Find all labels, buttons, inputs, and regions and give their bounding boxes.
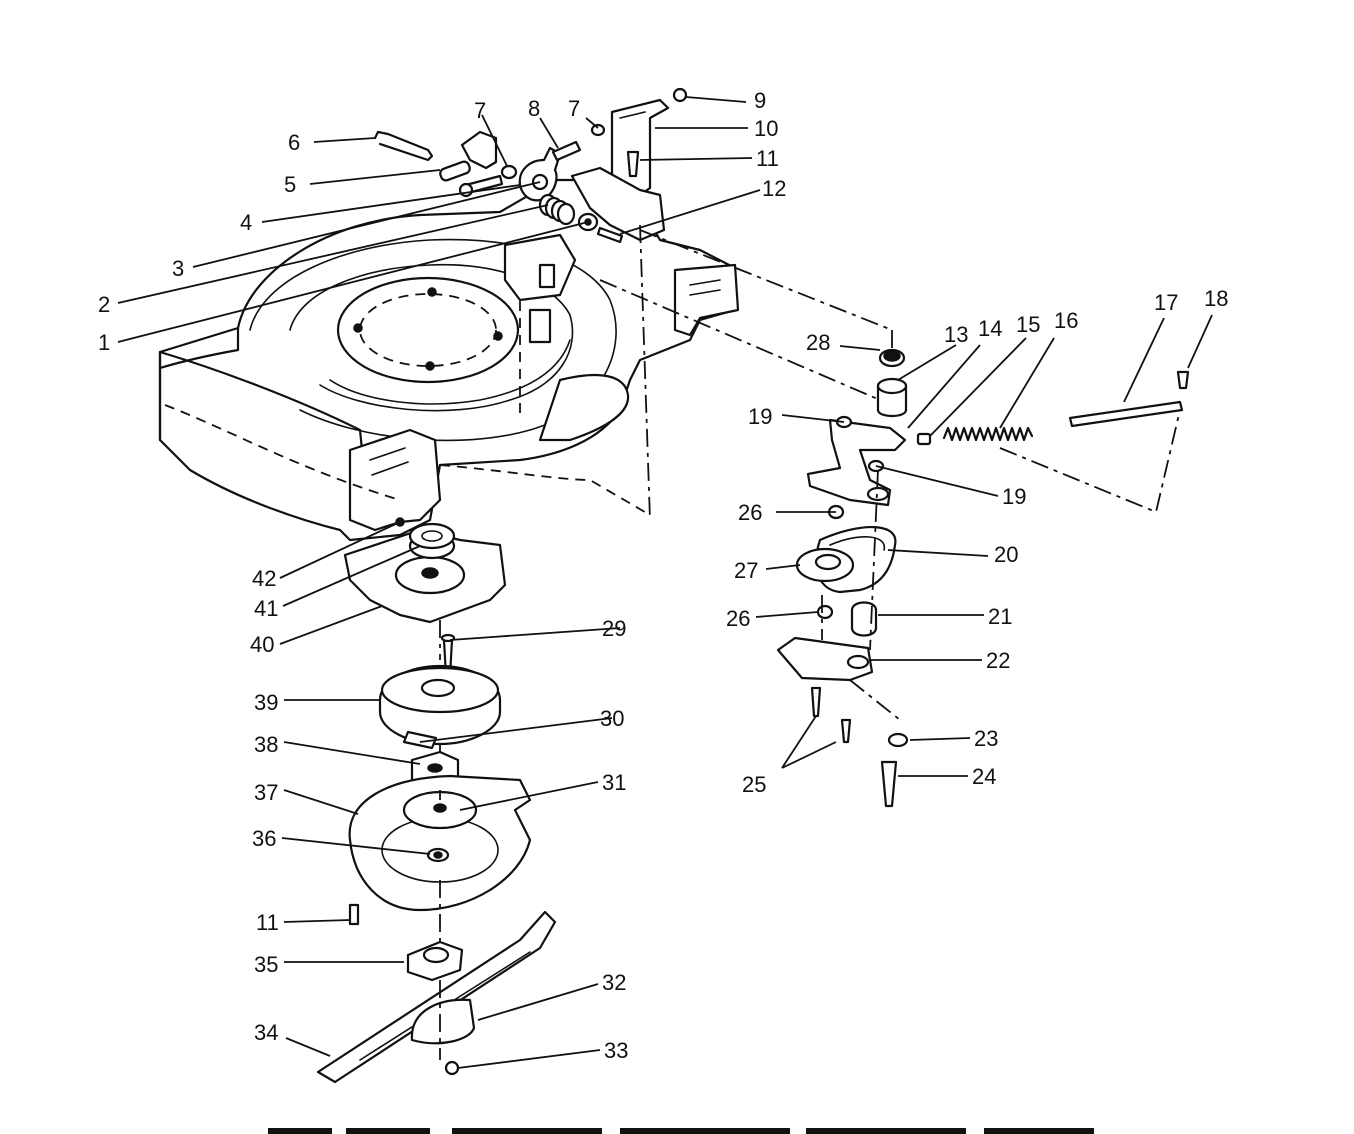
callout-23: 23 [974,726,998,751]
part-8-pin [551,140,582,162]
callout-3: 3 [172,256,184,281]
height-adjust-parts [373,87,688,244]
callout-20: 20 [994,542,1018,567]
callout-12: 12 [762,176,786,201]
callout-14: 14 [978,316,1002,341]
callout-27: 27 [734,558,758,583]
callout-15: 15 [1016,312,1040,337]
callout-37: 37 [254,780,278,805]
part-22-plate [776,636,874,682]
callout-26a: 26 [738,500,762,525]
callout-4: 4 [240,210,252,235]
callout-10: 10 [754,116,778,141]
mower-deck-housing [158,178,740,542]
callout-17: 17 [1154,290,1178,315]
callout-labels: 1 2 3 4 5 6 7 7 8 9 10 11 11 12 13 14 15… [98,88,1228,1063]
callout-24: 24 [972,764,996,789]
part-5-bushing [439,160,471,182]
part-12-screw [596,226,624,244]
callout-9: 9 [754,88,766,113]
part-23-washer [887,732,909,748]
part-15-stop [916,432,932,446]
part-11-screw-bottom [348,903,360,926]
part-16-spring [942,426,1034,442]
callout-42: 42 [252,566,276,591]
part-33-nut [444,1060,460,1076]
callout-13: 13 [944,322,968,347]
callout-7a: 7 [474,98,486,123]
callout-6: 6 [288,130,300,155]
callout-18: 18 [1204,286,1228,311]
callout-31: 31 [602,770,626,795]
part-26-spacer-b [816,604,834,620]
part-30-key [402,730,438,750]
callout-33: 33 [604,1038,628,1063]
callout-22: 22 [986,648,1010,673]
part-17-rod [1068,400,1184,428]
callout-5: 5 [284,172,296,197]
part-6-spring-wire [373,130,434,162]
callout-32: 32 [602,970,626,995]
callout-26b: 26 [726,606,750,631]
callout-16: 16 [1054,308,1078,333]
blade-drive-stack [316,517,557,1084]
callout-35: 35 [254,952,278,977]
part-18-screw [1176,370,1190,390]
part-21-bearing [850,601,878,637]
part-32-cap [410,998,476,1045]
part-34-blade [316,910,557,1084]
callout-38: 38 [254,732,278,757]
alignment-lines [599,224,1181,521]
callout-25: 25 [742,772,766,797]
part-7-washer-right [590,123,606,137]
part-14-bracket [806,418,907,507]
callout-41: 41 [254,596,278,621]
leader-lines [117,96,1213,1069]
callout-1: 1 [98,330,110,355]
callout-28: 28 [806,330,830,355]
callout-19a: 19 [748,404,772,429]
blade-brake-assembly [776,330,1190,808]
part-2-spring [538,193,576,226]
callout-29: 29 [602,616,626,641]
callout-11b: 11 [256,910,279,935]
part-7-washer-left [500,164,518,180]
callout-40: 40 [250,632,274,657]
callout-11a: 11 [756,146,779,171]
callout-39: 39 [254,690,278,715]
callout-7b: 7 [568,96,580,121]
callout-30: 30 [600,706,624,731]
part-11-screw-top [626,150,640,178]
callout-2: 2 [98,292,110,317]
truncated-footer-title [268,1128,1094,1134]
callout-34: 34 [254,1020,278,1045]
part-25-screw-b [840,718,852,744]
callout-21: 21 [988,604,1012,629]
callout-19b: 19 [1002,484,1026,509]
callout-36: 36 [252,826,276,851]
callout-8: 8 [528,96,540,121]
part-25-screw-a [810,686,822,718]
part-37-disc [348,774,532,912]
part-24-bolt [880,760,898,808]
part-9-nut [672,87,688,103]
